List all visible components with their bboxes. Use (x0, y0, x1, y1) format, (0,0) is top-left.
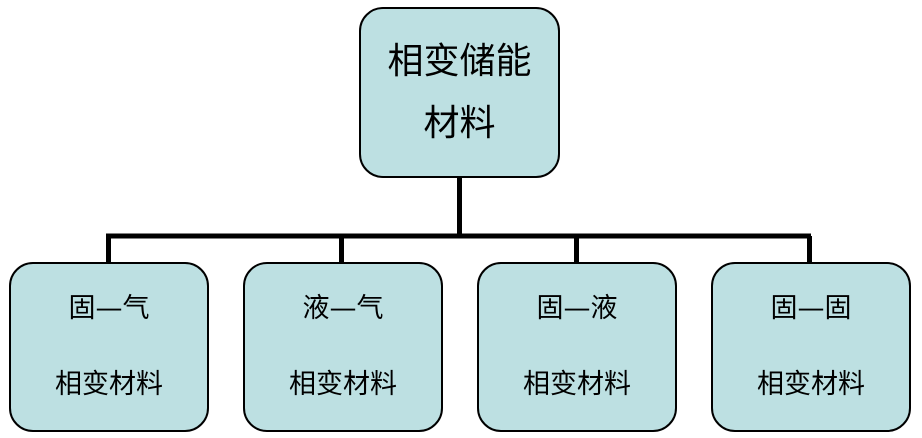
child-node-solid-liquid: 固—液 相变材料 (477, 262, 677, 432)
child-label-line2: 相变材料 (289, 369, 397, 400)
root-label-line2: 材料 (423, 102, 496, 144)
child-node-solid-gas: 固—气 相变材料 (9, 262, 209, 432)
child-node-liquid-gas: 液—气 相变材料 (243, 262, 443, 432)
root-node: 相变储能 材料 (359, 7, 560, 178)
child-label-line1: 固—气 (68, 293, 150, 324)
child-label-line2: 相变材料 (523, 369, 631, 400)
child-label-line2: 相变材料 (55, 369, 163, 400)
child-label-line1: 固—固 (770, 293, 852, 324)
child-label-line2: 相变材料 (757, 369, 865, 400)
child-label-line1: 液—气 (302, 293, 384, 324)
child-node-solid-solid: 固—固 相变材料 (711, 262, 911, 432)
child-label-line1: 固—液 (536, 293, 618, 324)
root-label-line1: 相变储能 (387, 40, 532, 82)
